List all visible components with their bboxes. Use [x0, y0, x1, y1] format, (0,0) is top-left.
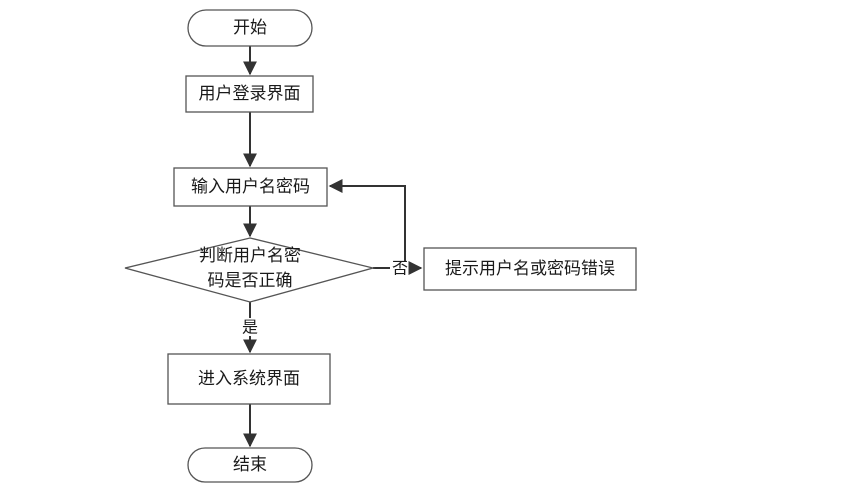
end-terminal	[187, 447, 313, 483]
login-process	[185, 75, 314, 113]
input-label: 输入用户名密码	[191, 177, 310, 197]
error-process	[423, 247, 637, 291]
error-label: 提示用户名或密码错误	[445, 259, 615, 279]
enter-label: 进入系统界面	[198, 369, 300, 389]
enter-process	[167, 353, 331, 405]
yes-edge-label: 是	[242, 318, 258, 337]
login-label: 用户登录界面	[199, 84, 301, 104]
start-label: 开始	[233, 18, 267, 38]
start-terminal	[187, 9, 313, 47]
input-process	[173, 167, 328, 207]
check-label-line1: 判断用户名密	[199, 246, 301, 266]
check-decision	[124, 237, 376, 303]
edge-loop-back-to-input	[328, 179, 406, 262]
end-label: 结束	[233, 455, 267, 475]
check-label-line2: 码是否正确	[208, 271, 293, 291]
no-edge-label: 否	[392, 259, 408, 278]
